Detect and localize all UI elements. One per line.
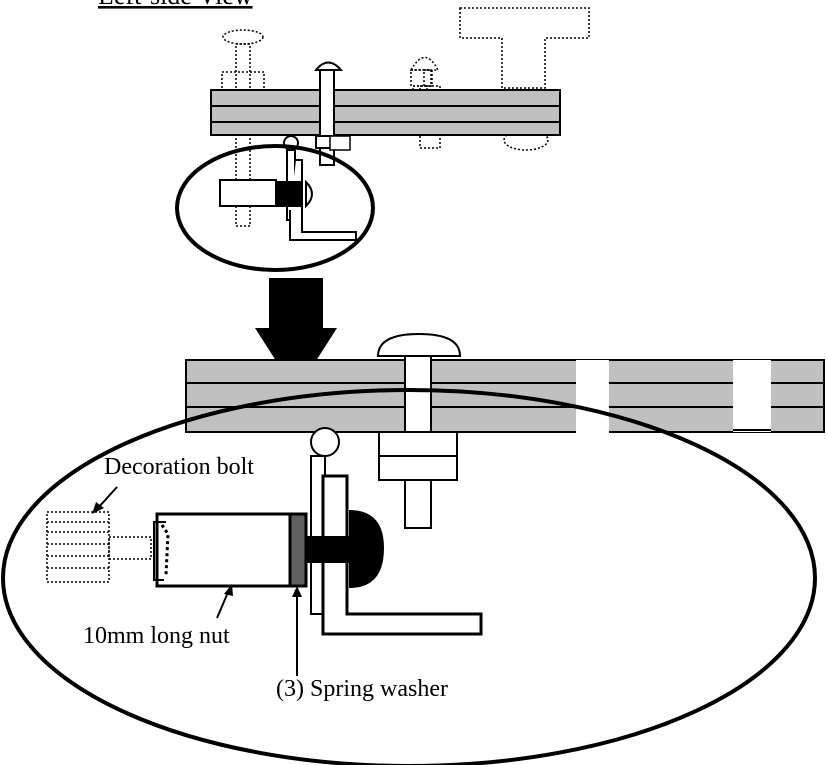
- plate-gap-2: [733, 360, 771, 432]
- long-nut: [153, 512, 292, 588]
- view-title: Left-side View: [98, 0, 253, 10]
- decoration-bolt: [46, 511, 152, 583]
- top-bracket-assembly: [219, 135, 357, 241]
- large-nut: [378, 431, 458, 481]
- detail-ellipse-small: [175, 144, 375, 272]
- top-plates: [210, 89, 561, 136]
- detail-ellipse-large: [1, 388, 817, 765]
- label-decoration-bolt: Decoration bolt: [104, 454, 254, 480]
- long-nut-arrow: [216, 584, 233, 619]
- large-plates: [185, 359, 825, 433]
- ball-joint: [310, 427, 340, 457]
- top-nut: [329, 135, 351, 151]
- spring-washer: [288, 512, 308, 588]
- enlarged-view: Decoration bolt 10mm long nut (3) Spring…: [1, 332, 825, 765]
- plate-gap-1: [576, 360, 609, 433]
- decoration-bolt-arrow: [92, 486, 118, 514]
- label-long-nut: 10mm long nut: [83, 623, 230, 649]
- l-bracket: [321, 474, 483, 636]
- label-spring-washer: (3) Spring washer: [276, 676, 448, 702]
- knob-dome: [349, 510, 384, 588]
- top-small-view: [175, 7, 590, 272]
- spring-washer-arrow: [292, 586, 302, 676]
